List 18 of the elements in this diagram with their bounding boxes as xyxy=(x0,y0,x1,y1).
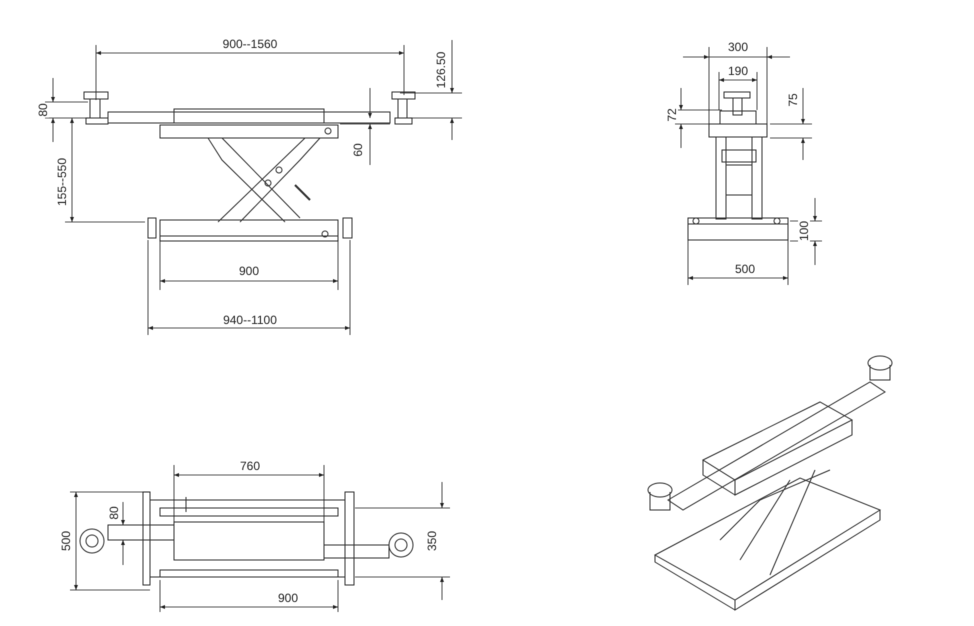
dimension-label: 80 xyxy=(108,505,120,521)
dimension-label: 60 xyxy=(352,142,364,158)
dimension-label: 126.50 xyxy=(435,50,447,90)
dimension-label: 900 xyxy=(276,592,300,604)
dimension-label: 300 xyxy=(726,41,750,53)
dimension-label: 190 xyxy=(726,65,750,77)
dimension-label: 940--1100 xyxy=(222,314,278,326)
dimension-label: 350 xyxy=(426,530,438,552)
dimension-label: 760 xyxy=(238,460,262,472)
dimension-label: 80 xyxy=(37,102,49,118)
dimension-label: 900--1560 xyxy=(222,38,278,50)
dimension-label: 155--550 xyxy=(56,156,68,208)
dimension-label: 500 xyxy=(60,530,72,552)
dimension-label: 100 xyxy=(798,220,810,242)
dimension-label: 75 xyxy=(787,92,799,108)
dimension-label: 72 xyxy=(666,107,678,123)
dimension-label: 900 xyxy=(238,265,260,277)
dimension-label: 500 xyxy=(734,263,756,275)
